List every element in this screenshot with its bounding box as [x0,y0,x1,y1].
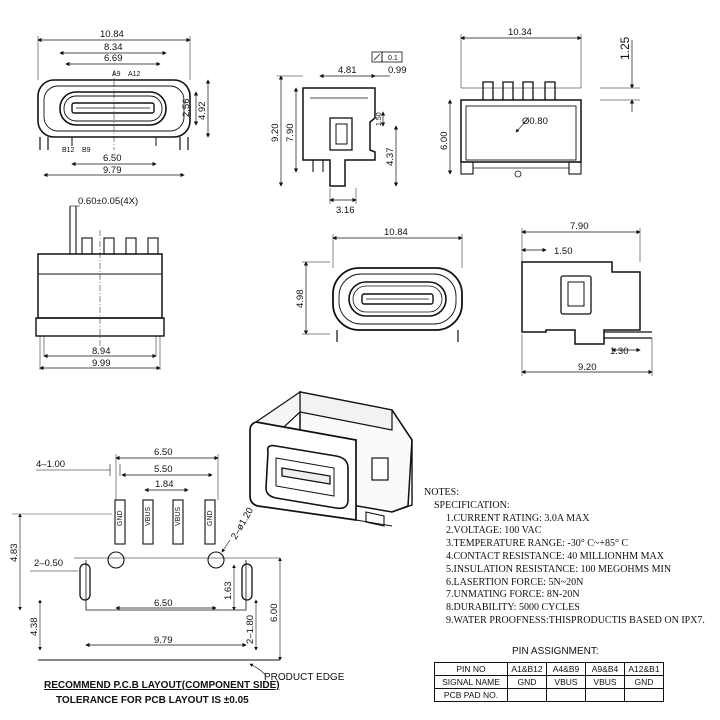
back-view-top-right-labels: 10.34 1.25 Ø0.80 6.00 [439,27,632,150]
front-view-middle [302,234,463,342]
dim-hole-0-80: Ø0.80 [522,116,548,127]
pad-label-gnd-1: GND [117,510,124,526]
dim-4-81: 4.81 [338,65,357,76]
dim-10-84: 10.84 [100,29,124,40]
dim-0-99: 0.99 [388,65,407,76]
dim-3-16: 3.16 [336,205,355,216]
table-cell: VBUS [585,675,625,689]
back-view-top-right [447,34,640,178]
dim-1-25: 1.25 [618,36,632,60]
pcb-dim-6-50-top: 6.50 [154,447,173,458]
table-cell: GND [507,675,547,689]
row-label: PCB PAD NO. [434,688,508,702]
dim-mid-9-20: 9.20 [578,362,597,373]
pin-assignment-table: PIN NO A1&B12 A4&B9 A9&B4 A12&B1 SIGNAL … [434,662,664,702]
table-cell: A9&B4 [585,662,625,676]
dim-8-94: 8.94 [92,346,111,357]
table-row: SIGNAL NAME GND VBUS VBUS GND [434,675,664,689]
product-edge-label: PRODUCT EDGE [264,672,345,683]
dim-10-34: 10.34 [508,27,532,38]
pcb-dim-0-50: 2–0.50 [34,558,63,569]
pcb-hole-dim: 2–ø1.20 [229,506,256,542]
pin-label-a12: A12 [128,71,141,78]
table-cell [507,688,547,702]
front-view-top-left-labels: 10.84 8.34 6.69 A9 A12 B12 B9 2.56 4.92 … [62,29,208,176]
dim-4-92: 4.92 [197,102,208,121]
dim-6-00: 6.00 [439,132,450,151]
row-label: PIN NO [434,662,508,676]
flatness-value: 0.1 [388,55,398,62]
pcb-dim-6-50-bottom: 6.50 [154,598,173,609]
slot-dim: 4–1.00 [36,459,65,470]
pad-label-gnd-2: GND [207,510,214,526]
table-cell: A12&B1 [624,662,664,676]
dim-mid-10-84: 10.84 [384,227,408,238]
spec-item: 6.LASERTION FORCE: 5N~20N [446,576,584,588]
pin-assignment-title: PIN ASSIGNMENT: [512,646,599,657]
row-label: SIGNAL NAME [434,675,508,689]
pin-label-b9: B9 [82,147,91,154]
dim-1-50: 1.50 [376,112,383,126]
table-row: PCB PAD NO. [434,688,664,702]
table-row: PIN NO A1&B12 A4&B9 A9&B4 A12&B1 [434,662,664,676]
pcb-dim-1-80: 2–1.80 [245,615,256,644]
table-cell [585,688,625,702]
pcb-dim-9-79: 9.79 [154,635,173,646]
pin-view-middle-left [35,205,165,371]
spec-item: 5.INSULATION RESISTANCE: 100 MEGOHMS MIN [446,563,672,575]
dim-8-34: 8.34 [104,42,123,53]
table-cell: A1&B12 [507,662,547,676]
pcb-dim-1-63: 1.63 [223,582,234,601]
dim-1-30: 1.30 [610,346,629,357]
spec-item: 1.CURRENT RATING: 3.0A MAX [446,512,590,524]
dim-mid-1-50: 1.50 [554,246,573,257]
isometric-connector [249,390,413,527]
dim-9-79: 9.79 [103,165,122,176]
front-view-middle-labels: 10.84 4.98 [295,227,408,308]
pad-label-vbus-1: VBUS [145,507,152,526]
pcb-dim-5-50: 5.50 [154,464,173,475]
dim-2-56: 2.56 [181,99,192,118]
spec-item: 9.WATER PROOFNESS:THISPRODUCTIS BASED ON… [446,614,705,626]
side-view-middle-right [521,228,653,376]
spec-item: 3.TEMPERATURE RANGE: -30° C~+85° C [446,538,629,550]
pcb-layout [12,454,282,677]
pcb-dim-1-84: 1.84 [155,479,174,490]
dim-6-69: 6.69 [104,53,123,64]
spec-item: 8.DURABILITY: 5000 CYCLES [446,602,580,614]
pcb-dim-4-38: 4.38 [29,618,40,637]
pin-view-middle-left-labels: 0.60±0.05(4X) 8.94 9.99 [78,196,138,369]
front-view-top-left [37,36,211,178]
pin-label-a9: A9 [112,71,121,78]
dim-7-90: 7.90 [570,221,589,232]
notes-block: NOTES: SPECIFICATION: 1.CURRENT RATING: … [424,487,714,628]
pcb-tolerance: TOLERANCE FOR PCB LAYOUT IS ±0.05 [56,695,249,706]
dim-9-99: 9.99 [92,358,111,369]
pin-width-callout: 0.60±0.05(4X) [78,196,138,207]
side-view-top-middle-labels: 0.1 4.81 0.99 9.20 7.90 1.50 4.37 3.16 [270,55,407,216]
table-cell: VBUS [546,675,586,689]
pcb-dim-6-00: 6.00 [269,604,280,623]
table-cell: A4&B9 [546,662,586,676]
notes-heading: NOTES: [424,487,459,498]
table-cell: GND [624,675,664,689]
pad-label-vbus-2: VBUS [175,507,182,526]
table-cell [624,688,664,702]
pin-label-b12: B12 [62,147,75,154]
dim-4-37: 4.37 [385,148,396,167]
spec-item: 2.VOLTAGE: 100 VAC [446,525,542,537]
spec-item: 7.UNMATING FORCE: 8N-20N [446,589,580,601]
spec-item: 4.CONTACT RESISTANCE: 40 MILLIONHM MAX [446,550,664,562]
pcb-dim-4-83: 4.83 [9,544,20,563]
dim-9-20: 9.20 [270,124,281,143]
dim-4-98: 4.98 [295,290,306,309]
spec-heading: SPECIFICATION: [434,499,510,511]
side-view-top-middle [277,51,403,204]
dim-6-50: 6.50 [103,153,122,164]
table-cell [546,688,586,702]
side-view-middle-right-labels: 7.90 1.50 1.30 9.20 [554,221,629,373]
dim-7-90: 7.90 [285,124,296,143]
pcb-layout-title: RECOMMEND P.C.B LAYOUT(COMPONENT SIDE) [44,680,280,691]
